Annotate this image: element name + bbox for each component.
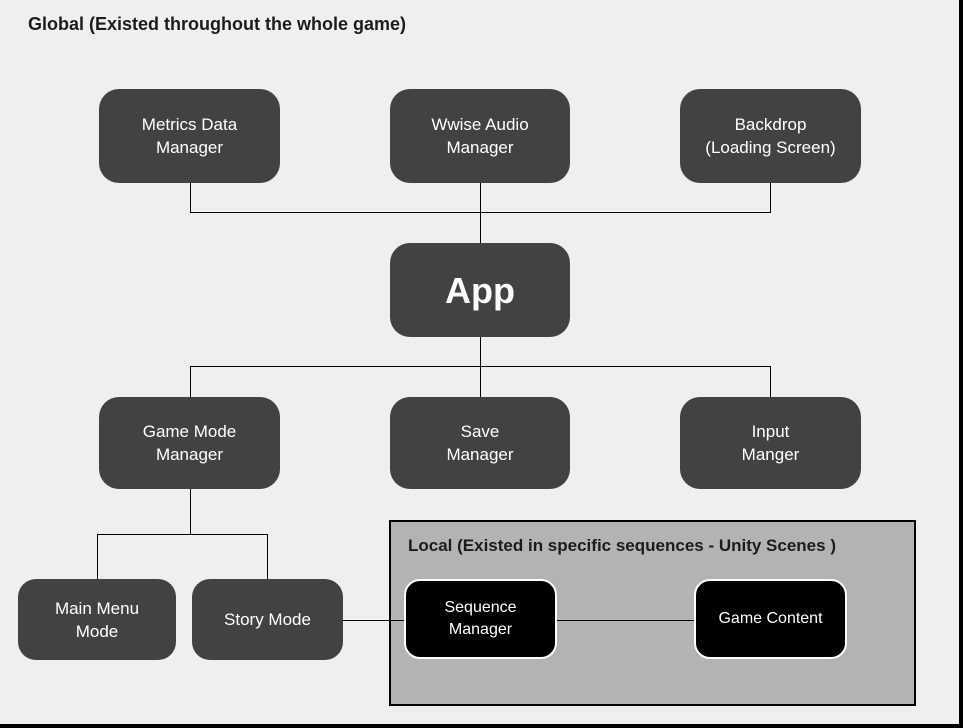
node-metrics-data-manager: Metrics Data Manager [99,89,280,183]
node-save-manager: Save Manager [390,397,570,489]
connector-wwise-stub [480,183,481,212]
global-scope-heading: Global (Existed throughout the whole gam… [28,14,407,34]
local-scope-heading: Local (Existed in specific sequences - U… [408,536,836,555]
node-wwise-audio-manager: Wwise Audio Manager [390,89,570,183]
connector-mainmenu-stub [97,534,98,579]
connector-backdrop-stub [770,183,771,212]
connector-story-stub [267,534,268,579]
connector-story-to-sequence [343,620,406,621]
node-sequence-manager: Sequence Manager [404,579,557,659]
node-backdrop-loading-screen: Backdrop (Loading Screen) [680,89,861,183]
connector-input-stub [770,366,771,397]
node-input-manger: Input Manger [680,397,861,489]
node-game-content: Game Content [694,579,847,659]
node-story-mode: Story Mode [192,579,343,660]
connector-bus-to-app [480,212,481,243]
connector-gamemode-stub [190,366,191,397]
connector-sequence-to-content [556,620,696,621]
node-app: App [390,243,570,337]
connector-mode-bus [97,534,268,535]
connector-metrics-stub [190,183,191,212]
connector-app-down [480,337,481,366]
connector-save-stub [480,366,481,397]
node-game-mode-manager: Game Mode Manager [99,397,280,489]
node-main-menu-mode: Main Menu Mode [18,579,176,660]
connector-gamemode-down [190,489,191,534]
